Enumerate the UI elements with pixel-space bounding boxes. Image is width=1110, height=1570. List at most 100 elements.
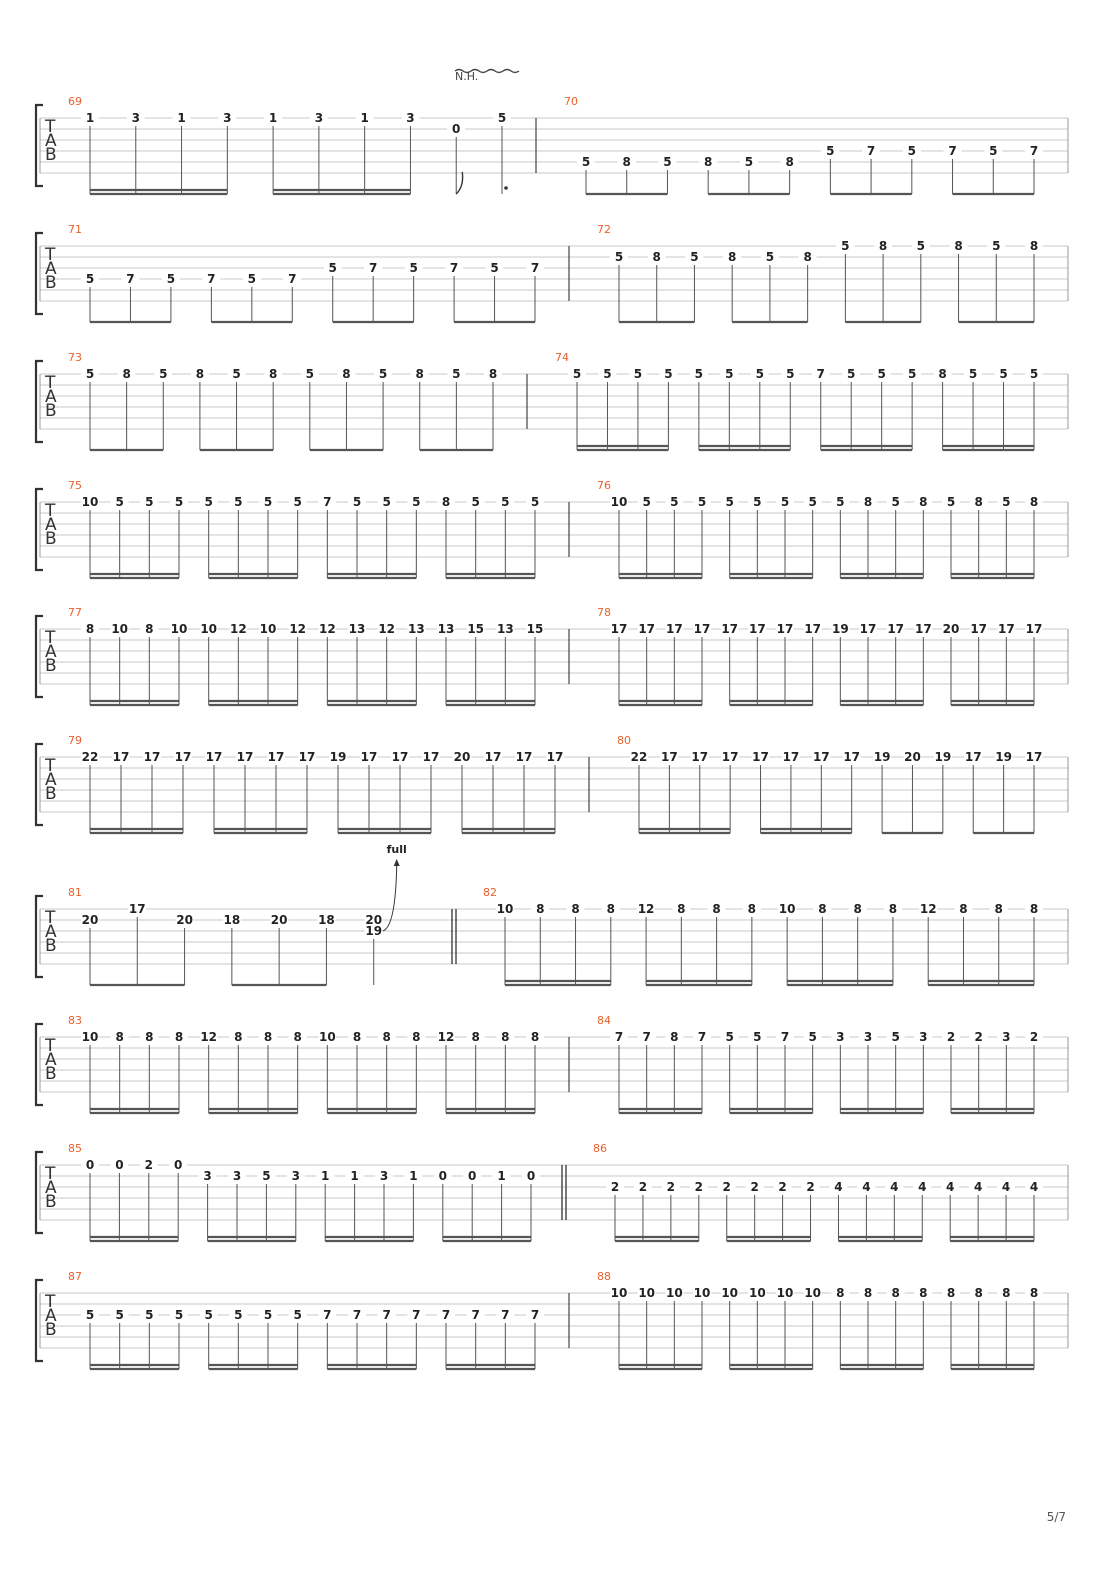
fret-number: 20 <box>454 750 471 764</box>
fret-number: 18 <box>224 913 241 927</box>
fret-mask <box>407 623 426 635</box>
fret-number: 10 <box>777 1286 794 1300</box>
fret-number: 5 <box>615 250 623 264</box>
measure-number: 87 <box>68 1270 82 1283</box>
fret-mask <box>323 262 342 274</box>
fret-number: 18 <box>318 913 335 927</box>
fret-mask <box>647 251 666 263</box>
fret-mask <box>842 751 861 763</box>
fret-mask <box>1025 240 1043 252</box>
fret-mask <box>172 112 191 124</box>
fret-mask <box>778 903 797 915</box>
fret-number: 5 <box>664 367 672 381</box>
fret-number: 8 <box>959 902 967 916</box>
fret-number: 13 <box>438 622 455 636</box>
fret-mask <box>259 1031 277 1043</box>
fret-mask <box>661 1181 680 1193</box>
fret-number: 5 <box>234 1308 242 1322</box>
fret-number: 7 <box>867 144 875 158</box>
fret-mask <box>780 156 799 168</box>
tab-clef-letter: T <box>44 373 56 393</box>
system-bracket <box>34 742 43 827</box>
fret-number: 4 <box>946 1180 954 1194</box>
fret-mask <box>665 1031 684 1043</box>
fret-number: 17 <box>638 622 655 636</box>
fret-mask <box>140 623 159 635</box>
tab-clef-letter: A <box>45 131 57 151</box>
fret-number: 1 <box>86 111 94 125</box>
tab-clef-letter: A <box>45 1050 57 1070</box>
fret-mask <box>493 112 511 124</box>
fret-mask <box>831 496 850 508</box>
fret-number: 20 <box>365 913 382 927</box>
fret-mask <box>637 496 656 508</box>
fret-number: 8 <box>889 902 897 916</box>
fret-number: 13 <box>497 622 514 636</box>
tab-clef-letter: T <box>44 756 56 776</box>
fret-mask <box>227 368 246 380</box>
fret-number: 8 <box>293 1030 301 1044</box>
fret-mask <box>300 368 319 380</box>
fret-mask <box>577 156 595 168</box>
fret-number: 10 <box>779 902 796 916</box>
fret-mask <box>81 1031 99 1043</box>
fret-mask <box>857 1181 876 1193</box>
fret-number: 5 <box>412 495 420 509</box>
system-bracket <box>34 487 43 572</box>
tab-clef-letter: B <box>45 936 57 956</box>
fret-mask <box>942 1287 960 1299</box>
fret-number: 5 <box>262 1169 270 1183</box>
fret-number: 5 <box>264 495 272 509</box>
fret-number: 12 <box>319 622 336 636</box>
fret-mask <box>364 914 383 926</box>
fret-mask <box>914 496 933 508</box>
tab-clef-letter: T <box>44 908 56 928</box>
fret-number: 17 <box>547 750 564 764</box>
fret-mask <box>994 368 1013 380</box>
fret-number: 7 <box>471 1308 479 1322</box>
fret-number: 17 <box>843 750 860 764</box>
fret-number: 1 <box>409 1169 417 1183</box>
fret-mask <box>997 623 1016 635</box>
fret-mask <box>375 1170 393 1182</box>
fret-number: 5 <box>725 1030 733 1044</box>
fret-mask <box>693 1031 711 1043</box>
fret-mask <box>949 240 968 252</box>
fret-number: 7 <box>1030 144 1038 158</box>
fret-mask <box>391 751 409 763</box>
fret-number: 3 <box>864 1030 872 1044</box>
fret-mask <box>831 1031 850 1043</box>
fret-mask <box>568 368 586 380</box>
fret-number: 5 <box>115 1308 123 1322</box>
fret-mask <box>1025 1181 1043 1193</box>
fret-number: 5 <box>992 239 1000 253</box>
fret-number: 17 <box>777 622 794 636</box>
fret-number: 7 <box>353 1308 361 1322</box>
fret-mask <box>110 1031 129 1043</box>
fret-number: 5 <box>642 495 650 509</box>
tab-clef-letter: A <box>45 1178 57 1198</box>
fret-mask <box>721 751 740 763</box>
fret-number: 17 <box>860 622 877 636</box>
fret-mask <box>598 368 617 380</box>
fret-number: 5 <box>753 1030 761 1044</box>
measure-number: 78 <box>597 606 611 619</box>
measure-number: 72 <box>597 223 611 236</box>
fret-number: 3 <box>919 1030 927 1044</box>
fret-number: 8 <box>122 367 130 381</box>
fret-number: 20 <box>943 622 960 636</box>
fret-mask <box>345 1170 364 1182</box>
fret-number: 17 <box>749 622 766 636</box>
fret-number: 7 <box>531 261 539 275</box>
fret-mask <box>776 496 794 508</box>
fret-number: 5 <box>836 495 844 509</box>
fret-mask <box>886 496 905 508</box>
fret-number: 7 <box>450 261 458 275</box>
fret-mask <box>660 751 679 763</box>
fret-mask <box>110 1309 129 1321</box>
fret-number: 17 <box>783 750 800 764</box>
fret-number: 0 <box>439 1169 447 1183</box>
fret-mask <box>199 1031 218 1043</box>
